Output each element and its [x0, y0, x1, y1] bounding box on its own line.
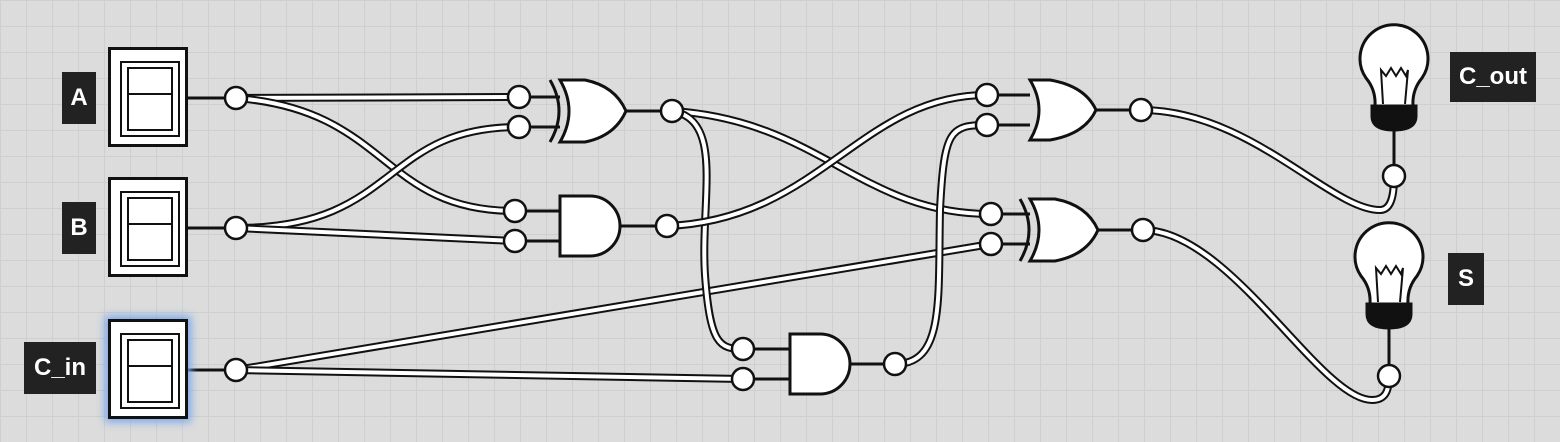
node-cout-in[interactable]	[1381, 163, 1407, 189]
node-or-in1[interactable]	[974, 82, 1000, 108]
node-and2-out[interactable]	[882, 351, 908, 377]
node-xor1-in2[interactable]	[506, 114, 532, 140]
wire-a-and1[interactable]	[232, 94, 519, 215]
xor-gate-1[interactable]	[548, 78, 628, 144]
xor-gate-2[interactable]	[1018, 197, 1100, 263]
switch-pins	[188, 96, 224, 372]
label-b: B	[62, 202, 96, 254]
node-or-out[interactable]	[1128, 97, 1154, 123]
node-xor2-out[interactable]	[1130, 217, 1156, 243]
node-xor1-out[interactable]	[659, 98, 685, 124]
input-switch-c-in[interactable]	[108, 319, 188, 419]
node-and1-out[interactable]	[654, 213, 680, 239]
switch-frame	[120, 61, 180, 137]
wire-b-and1[interactable]	[232, 224, 519, 245]
wire-b-xor1[interactable]	[232, 123, 523, 232]
connection-nodes	[223, 82, 1407, 392]
label-a: A	[62, 72, 96, 124]
wire-a-xor1[interactable]	[232, 93, 523, 102]
and-gate-2[interactable]	[788, 332, 852, 396]
node-a-out[interactable]	[223, 85, 249, 111]
node-and1-in1[interactable]	[502, 198, 528, 224]
node-and1-in2[interactable]	[502, 228, 528, 254]
node-xor2-in1[interactable]	[978, 201, 1004, 227]
node-xor2-in2[interactable]	[978, 231, 1004, 257]
rocker-icon	[127, 339, 173, 403]
node-and2-in1[interactable]	[730, 336, 756, 362]
switch-frame	[120, 333, 180, 409]
wire-and2-or[interactable]	[891, 121, 991, 368]
node-xor1-in1[interactable]	[506, 84, 532, 110]
wire-cin-and2[interactable]	[232, 366, 747, 383]
bulb-c-out	[1358, 23, 1430, 164]
label-c-in: C_in	[24, 342, 96, 394]
wire-xor2-s[interactable]	[1139, 226, 1393, 405]
or-gate[interactable]	[1027, 78, 1098, 142]
gate-pins	[526, 93, 1132, 381]
input-switch-a[interactable]	[108, 47, 188, 147]
bulb-s	[1353, 221, 1425, 364]
wires	[232, 91, 1398, 405]
rocker-icon	[127, 197, 173, 261]
node-cin-out[interactable]	[223, 357, 249, 383]
node-or-in2[interactable]	[974, 112, 1000, 138]
rocker-icon	[127, 67, 173, 131]
wire-and1-or[interactable]	[663, 91, 991, 230]
wire-or-cout[interactable]	[1137, 106, 1398, 215]
wire-xor1-and2[interactable]	[668, 107, 747, 353]
switch-frame	[120, 191, 180, 267]
input-switch-b[interactable]	[108, 177, 188, 277]
node-and2-in2[interactable]	[730, 366, 756, 392]
node-b-out[interactable]	[223, 215, 249, 241]
node-s-in[interactable]	[1376, 363, 1402, 389]
and-gate-1[interactable]	[558, 194, 622, 258]
label-s: S	[1448, 253, 1484, 305]
label-c-out: C_out	[1450, 52, 1536, 102]
wire-cin-xor2[interactable]	[232, 240, 995, 374]
